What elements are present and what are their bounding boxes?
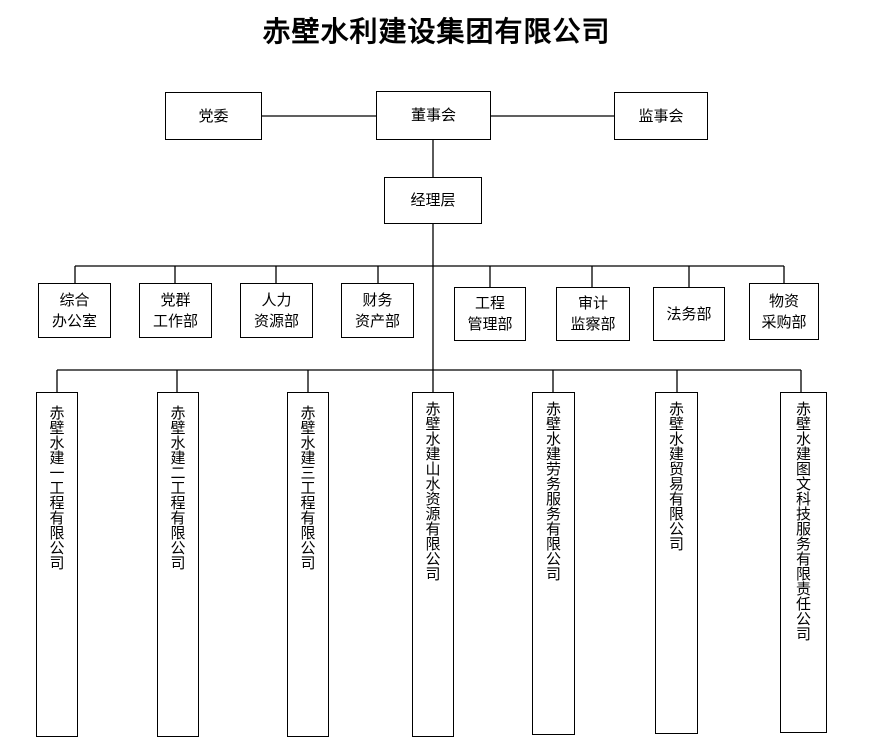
dept-box-4: 工程 管理部 bbox=[454, 287, 526, 341]
dept-box-2: 人力 资源部 bbox=[240, 283, 313, 338]
dept-box-1: 党群 工作部 bbox=[139, 283, 212, 338]
dept-box-3: 财务 资产部 bbox=[341, 283, 414, 338]
dept-label: 工程 管理部 bbox=[467, 294, 513, 333]
subsidiary-label: 赤壁水建贸易有限公司 bbox=[667, 401, 685, 551]
subsidiary-label: 赤壁水建三工程有限公司 bbox=[298, 405, 317, 570]
dept-box-0: 综合 办公室 bbox=[38, 283, 111, 338]
node-board: 董事会 bbox=[376, 91, 491, 140]
dept-label: 物资 采购部 bbox=[761, 291, 807, 331]
subsidiary-label: 赤壁水建一工程有限公司 bbox=[47, 405, 66, 570]
dept-box-6: 法务部 bbox=[653, 287, 725, 341]
subsidiary-label: 赤壁水建山水资源有限公司 bbox=[423, 401, 442, 581]
dept-box-7: 物资 采购部 bbox=[749, 283, 819, 340]
subsidiary-label: 赤壁水建劳务服务有限公司 bbox=[544, 401, 562, 581]
dept-label: 审计 监察部 bbox=[570, 294, 616, 333]
subsidiary-box-0: 赤壁水建一工程有限公司 bbox=[36, 392, 78, 737]
subsidiary-box-3: 赤壁水建山水资源有限公司 bbox=[412, 392, 454, 737]
dept-label: 综合 办公室 bbox=[51, 290, 97, 330]
node-party: 党委 bbox=[165, 92, 262, 140]
node-supervisors: 监事会 bbox=[614, 92, 708, 140]
chart-title: 赤壁水利建设集团有限公司 bbox=[262, 15, 611, 48]
dept-label: 人力 资源部 bbox=[253, 290, 299, 330]
subsidiary-label: 赤壁水建二工程有限公司 bbox=[168, 405, 187, 570]
node-supervisors-label: 监事会 bbox=[638, 106, 684, 125]
node-management: 经理层 bbox=[384, 177, 482, 224]
subsidiary-label: 赤壁水建图文科技服务有限责任公司 bbox=[794, 401, 812, 641]
dept-label: 党群 工作部 bbox=[152, 290, 198, 330]
node-board-label: 董事会 bbox=[410, 106, 456, 124]
subsidiary-box-5: 赤壁水建贸易有限公司 bbox=[655, 392, 698, 734]
node-management-label: 经理层 bbox=[410, 191, 456, 209]
dept-label: 财务 资产部 bbox=[354, 290, 400, 330]
subsidiary-box-4: 赤壁水建劳务服务有限公司 bbox=[532, 392, 575, 735]
subsidiary-box-2: 赤壁水建三工程有限公司 bbox=[287, 392, 329, 737]
subsidiary-box-6: 赤壁水建图文科技服务有限责任公司 bbox=[780, 392, 827, 733]
subsidiary-box-1: 赤壁水建二工程有限公司 bbox=[157, 392, 199, 737]
node-party-label: 党委 bbox=[198, 106, 229, 125]
dept-label: 法务部 bbox=[666, 304, 712, 323]
dept-box-5: 审计 监察部 bbox=[556, 287, 630, 341]
